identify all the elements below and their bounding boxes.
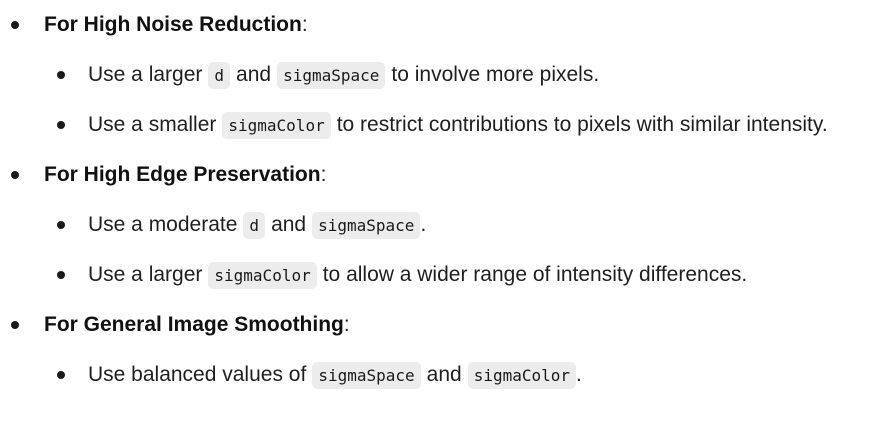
heading-colon: : <box>343 313 350 336</box>
bullet-dot <box>11 21 19 29</box>
item-text: to restrict contributions to pixels with… <box>336 113 828 136</box>
item-text: Use a moderate <box>88 213 238 236</box>
inline-code: sigmaSpace <box>312 361 421 389</box>
section-heading-line: For General Image Smoothing: <box>44 308 350 342</box>
section-heading: For High Noise Reduction <box>44 13 302 36</box>
section-heading-line: For High Noise Reduction: <box>44 8 308 42</box>
inline-code: sigmaSpace <box>277 61 386 89</box>
item-text: Use balanced values of <box>88 363 307 386</box>
heading-colon: : <box>301 13 308 36</box>
inline-code: d <box>243 211 266 239</box>
section-heading-line: For High Edge Preservation: <box>44 158 326 192</box>
inline-code: sigmaColor <box>208 261 317 289</box>
item-text: . <box>420 213 427 236</box>
inline-code: sigmaColor <box>222 111 331 139</box>
inline-code: sigmaSpace <box>312 211 421 239</box>
item-text: Use a larger <box>88 263 203 286</box>
item-text: to involve more pixels. <box>391 63 600 86</box>
item-text: and <box>271 213 307 236</box>
section-heading: For High Edge Preservation <box>44 163 321 186</box>
sub-bullet-dot <box>57 271 65 279</box>
sub-bullet-dot <box>57 121 65 129</box>
item-text: and <box>426 363 462 386</box>
item-text: . <box>576 363 582 386</box>
sub-bullet-dot <box>57 221 65 229</box>
inline-code: d <box>208 61 231 89</box>
heading-colon: : <box>320 163 327 186</box>
bullet-dot <box>11 321 19 329</box>
section-heading: For General Image Smoothing <box>44 313 344 336</box>
item-text: and <box>236 63 272 86</box>
item-text: Use a larger <box>88 63 203 86</box>
item-text: Use a smaller <box>88 113 217 136</box>
inline-code: sigmaColor <box>467 361 577 389</box>
bullet-dot <box>11 171 19 179</box>
sub-bullet-dot <box>57 371 65 379</box>
item-text: to allow a wider range of intensity diff… <box>322 263 748 286</box>
sub-bullet-dot <box>57 71 65 79</box>
